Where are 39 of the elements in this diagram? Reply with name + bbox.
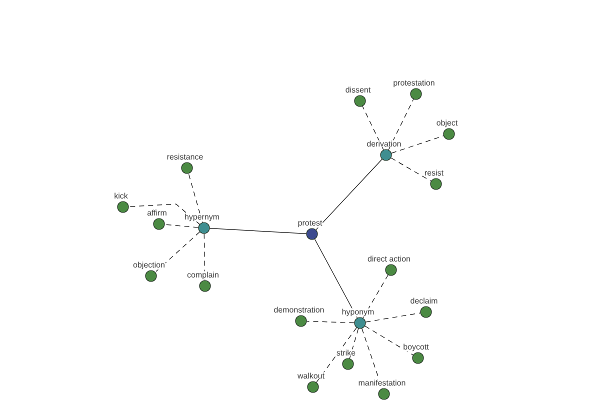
- connector-line: [204, 234, 206, 280]
- node-dot: [420, 306, 432, 318]
- connector-line: [362, 328, 382, 389]
- node-dot: [295, 315, 307, 327]
- connector-line: [188, 173, 203, 223]
- node-dot: [199, 280, 211, 292]
- connector-line: [306, 320, 354, 324]
- connector-line: [364, 326, 414, 356]
- node-dot: [153, 218, 165, 230]
- node-dot: [378, 388, 390, 400]
- node-dot: [117, 201, 129, 213]
- connector-line: [390, 158, 432, 182]
- node-dot: [307, 381, 319, 393]
- node-dot: [410, 88, 422, 100]
- connector-line: [210, 228, 307, 234]
- node-dot: [342, 358, 354, 370]
- node-dot: [412, 352, 424, 364]
- node-dot: [306, 228, 318, 240]
- connector-line: [164, 224, 199, 228]
- node-dot: [354, 317, 366, 329]
- node-dot: [443, 128, 455, 140]
- node-dot: [181, 162, 193, 174]
- node-dot: [145, 270, 157, 282]
- node-dot: [198, 222, 210, 234]
- node-dot: [385, 264, 397, 276]
- node-dot: [430, 178, 442, 190]
- connector-line: [128, 204, 200, 225]
- connector-line: [362, 274, 388, 318]
- connector-line: [391, 136, 444, 154]
- connector-line: [316, 158, 382, 230]
- node-dot: [354, 95, 366, 107]
- connector-line: [316, 327, 357, 383]
- connector-line: [349, 328, 359, 359]
- connector-line: [155, 232, 200, 272]
- node-dot: [380, 149, 392, 161]
- connector-line: [388, 98, 414, 150]
- connector-line: [314, 238, 358, 318]
- connector-line: [365, 312, 421, 322]
- connector-line: [362, 106, 384, 150]
